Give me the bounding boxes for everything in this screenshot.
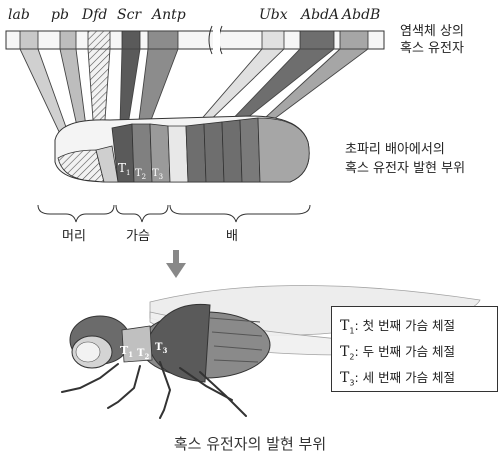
gene-label-ubx: Ubx: [259, 7, 288, 23]
gene-label-abdb: AbdB: [340, 7, 380, 23]
legend-row-t2: T2: 두 번째 가슴 체절: [340, 341, 455, 362]
embryo-label-line1: 초파리 배아에서의: [345, 142, 445, 157]
region-braces: [38, 205, 310, 222]
figure-caption: 혹스 유전자의 발현 부위: [0, 433, 500, 454]
gene-label-scr: Scr: [117, 7, 142, 23]
embryo-label-line2: 혹스 유전자 발현 부위: [345, 161, 465, 176]
gene-label-pb: pb: [51, 7, 69, 23]
legend-row-t1: T1: 첫 번째 가슴 체절: [340, 315, 455, 336]
region-head: 머리: [62, 229, 86, 244]
gene-label-abda: AbdA: [299, 7, 339, 23]
region-abdomen: 배: [226, 229, 238, 244]
chromosome-label-line2: 혹스 유전자: [400, 41, 464, 56]
down-arrow-icon: [166, 250, 186, 278]
region-thorax: 가슴: [126, 229, 150, 244]
gene-label-lab: lab: [8, 7, 30, 23]
gene-labels: lab pb Dfd Scr Antp Ubx AbdA AbdB: [8, 7, 380, 23]
gene-label-antp: Antp: [150, 7, 186, 23]
legend-row-t3: T3: 세 번째 가슴 체절: [340, 367, 455, 388]
embryo: T1 T2 T3: [55, 116, 309, 182]
chromosome-label-line1: 염색체 상의: [400, 24, 464, 39]
legend-box: T1: 첫 번째 가슴 체절 T2: 두 번째 가슴 체절 T3: 세 번째 가…: [331, 306, 498, 392]
gene-label-dfd: Dfd: [81, 7, 107, 23]
